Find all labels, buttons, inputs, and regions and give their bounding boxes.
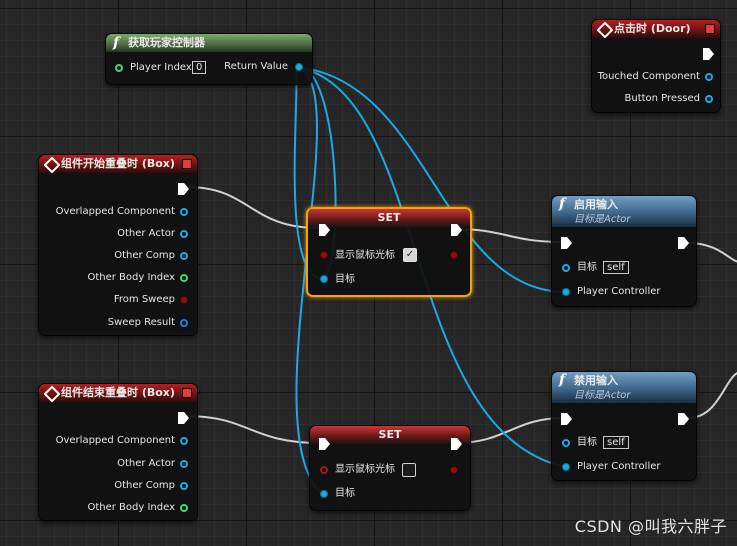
other-comp-label: Other Comp: [114, 480, 175, 491]
node-header[interactable]: SET: [308, 209, 470, 227]
node-title: 组件结束重叠时 (Box): [61, 386, 175, 399]
sweep-result-label: Sweep Result: [107, 317, 175, 328]
player-controller-pin[interactable]: [562, 288, 570, 296]
exec-out-pin[interactable]: [678, 413, 689, 425]
node-header[interactable]: f 获取玩家控制器: [106, 34, 312, 52]
button-pressed-label: Button Pressed: [624, 93, 701, 104]
node-title: SET: [377, 211, 401, 224]
node-header[interactable]: 组件结束重叠时 (Box): [39, 384, 197, 403]
show-cursor-pin[interactable]: [320, 466, 328, 474]
set-show-cursor-node-bottom[interactable]: SET 显示鼠标光标 目标: [309, 425, 471, 511]
other-actor-pin[interactable]: [180, 230, 188, 238]
enable-input-node[interactable]: f 启用输入 目标是Actor 目标 self Player Controlle…: [551, 195, 697, 307]
end-overlap-event-node[interactable]: 组件结束重叠时 (Box) Overlapped Component Other…: [38, 383, 198, 521]
node-title: 点击时 (Door): [614, 22, 691, 35]
from-sweep-label: From Sweep: [113, 294, 175, 305]
exec-out-pin[interactable]: [178, 412, 189, 424]
player-controller-label: Player Controller: [577, 461, 661, 472]
other-actor-pin[interactable]: [180, 460, 188, 468]
exec-out-pin[interactable]: [678, 237, 689, 249]
show-cursor-out-pin[interactable]: [450, 466, 458, 474]
target-pin[interactable]: [562, 439, 570, 447]
overlapped-component-label: Overlapped Component: [55, 435, 175, 446]
overlapped-component-pin[interactable]: [180, 437, 188, 445]
other-comp-label: Other Comp: [114, 250, 175, 261]
button-pressed-pin[interactable]: [705, 95, 713, 103]
set-show-cursor-node-top[interactable]: SET 显示鼠标光标 ✓ 目标: [306, 207, 472, 297]
function-icon: f: [559, 196, 566, 212]
show-cursor-checkbox[interactable]: ✓: [403, 248, 417, 262]
show-cursor-label: 显示鼠标光标: [335, 464, 395, 475]
show-cursor-label: 显示鼠标光标: [335, 250, 395, 261]
event-icon: [43, 385, 61, 403]
overlapped-component-label: Overlapped Component: [55, 206, 175, 217]
node-subtitle: 目标是Actor: [574, 214, 631, 225]
node-title: 组件开始重叠时 (Box): [61, 157, 175, 170]
exec-wire: [186, 186, 319, 229]
player-controller-pin[interactable]: [562, 463, 570, 471]
node-subtitle: 目标是Actor: [574, 390, 631, 401]
exec-in-pin[interactable]: [561, 413, 572, 425]
target-label: 目标: [577, 262, 597, 273]
other-actor-label: Other Actor: [117, 458, 175, 469]
player-controller-label: Player Controller: [577, 286, 661, 297]
node-title: 获取玩家控制器: [128, 36, 205, 49]
touched-component-label: Touched Component: [597, 71, 700, 82]
sweep-result-pin[interactable]: [180, 319, 188, 327]
node-title: SET: [378, 428, 402, 441]
return-value-label: Return Value: [224, 61, 288, 72]
on-clicked-event-node[interactable]: 点击时 (Door) Touched Component Button Pres…: [591, 19, 721, 113]
node-header[interactable]: f 禁用输入 目标是Actor: [552, 372, 696, 403]
target-self-value[interactable]: self: [603, 261, 629, 274]
function-icon: f: [113, 35, 120, 51]
show-cursor-pin[interactable]: [320, 251, 328, 259]
node-header[interactable]: f 启用输入 目标是Actor: [552, 196, 696, 227]
delegate-pin-icon[interactable]: [705, 24, 715, 34]
show-cursor-out-pin[interactable]: [450, 251, 458, 259]
target-pin[interactable]: [320, 275, 328, 283]
return-value-pin[interactable]: [295, 63, 303, 71]
other-body-index-label: Other Body Index: [87, 502, 175, 513]
target-self-value[interactable]: self: [603, 436, 629, 449]
node-title: 启用输入: [574, 198, 618, 211]
begin-overlap-event-node[interactable]: 组件开始重叠时 (Box) Overlapped Component Other…: [38, 154, 198, 336]
player-index-input[interactable]: 0: [192, 61, 207, 74]
target-label: 目标: [335, 274, 355, 285]
watermark: CSDN @叫我六胖子: [574, 517, 727, 536]
show-cursor-checkbox[interactable]: [402, 463, 416, 477]
target-pin[interactable]: [562, 264, 570, 272]
node-title: 禁用输入: [574, 374, 618, 387]
target-label: 目标: [577, 437, 597, 448]
from-sweep-pin[interactable]: [180, 296, 188, 304]
exec-wire: [455, 417, 564, 444]
node-header[interactable]: 点击时 (Door): [592, 20, 720, 39]
other-actor-label: Other Actor: [117, 228, 175, 239]
exec-wire: [184, 415, 321, 444]
other-body-index-pin[interactable]: [180, 274, 188, 282]
delegate-pin-icon[interactable]: [182, 388, 192, 398]
function-icon: f: [559, 372, 566, 388]
get-player-controller-node[interactable]: f 获取玩家控制器 Player Index 0 Return Value: [105, 33, 313, 85]
target-label: 目标: [335, 488, 355, 499]
other-body-index-label: Other Body Index: [87, 272, 175, 283]
node-header[interactable]: SET: [310, 426, 470, 444]
target-pin[interactable]: [320, 490, 328, 498]
event-icon: [596, 21, 614, 39]
disable-input-node[interactable]: f 禁用输入 目标是Actor 目标 self Player Controlle…: [551, 371, 697, 481]
delegate-pin-icon[interactable]: [182, 159, 192, 169]
player-index-pin[interactable]: [115, 64, 123, 72]
other-comp-pin[interactable]: [180, 252, 188, 260]
touched-component-pin[interactable]: [705, 73, 713, 81]
other-body-index-pin[interactable]: [180, 504, 188, 512]
player-index-label: Player Index: [130, 62, 192, 73]
node-header[interactable]: 组件开始重叠时 (Box): [39, 155, 197, 174]
event-icon: [43, 156, 61, 174]
other-comp-pin[interactable]: [180, 482, 188, 490]
exec-in-pin[interactable]: [561, 237, 572, 249]
overlapped-component-pin[interactable]: [180, 208, 188, 216]
exec-out-pin[interactable]: [703, 48, 714, 60]
exec-out-pin[interactable]: [178, 183, 189, 195]
